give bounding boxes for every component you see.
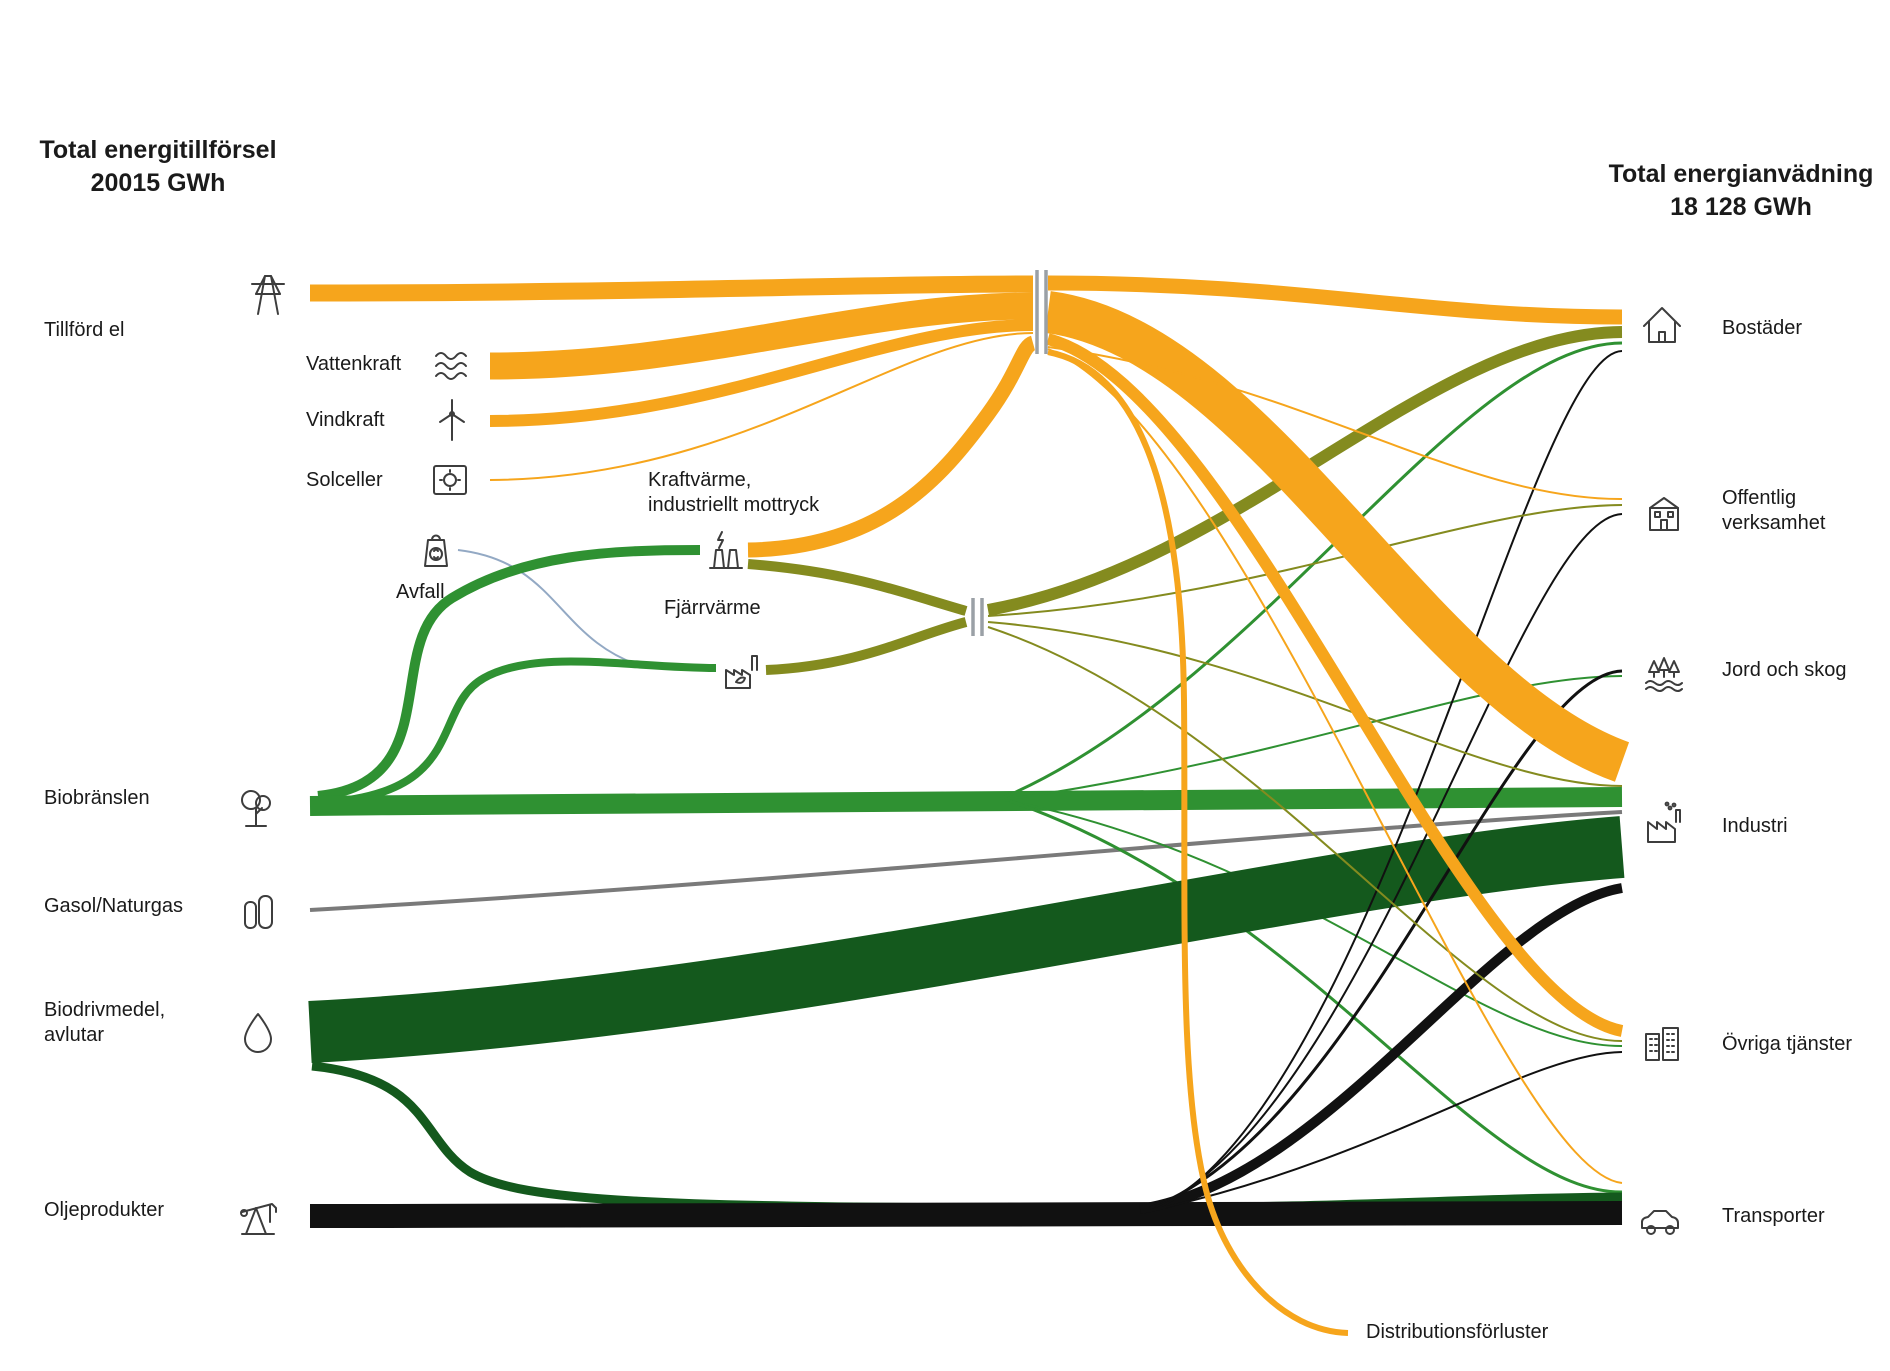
label-offentlig-line2: verksamhet	[1722, 512, 1826, 534]
water-waves-icon	[430, 342, 478, 390]
label-transporter: Transporter	[1722, 1205, 1825, 1227]
oil-pump-icon	[234, 1192, 282, 1240]
label-kraftvarme-line2: industriellt mottryck	[648, 494, 820, 516]
forest-field-icon	[1640, 646, 1688, 694]
flow-olja-ovriga	[1165, 1051, 1623, 1208]
label-vindkraft: Vindkraft	[306, 409, 385, 431]
label-kraftvarme: Kraftvärme, industriellt mottryck	[648, 468, 819, 518]
flow-biobranslen-transporter	[1009, 799, 1623, 1194]
flow-kraftvarme-fjarrvarmenod	[747, 559, 968, 616]
flow-fjarrvarme-ovriga	[987, 626, 1623, 1043]
flow-vindkraft-nod	[489, 319, 1034, 427]
flow-biobranslen-industri	[309, 787, 1623, 816]
flow-biobranslen-kraftvarme	[317, 545, 701, 801]
label-biodrivmedel-line2: avlutar	[44, 1024, 105, 1046]
flow-biobranslen-ovriga	[1004, 799, 1623, 1048]
flow-fjarrvarme-bostader	[986, 326, 1623, 616]
solar-panel-icon	[426, 456, 474, 504]
label-biobranslen: Biobränslen	[44, 787, 150, 809]
flow-el-industri	[1044, 291, 1630, 782]
flow-avfall-fjarrvarme	[457, 549, 649, 669]
label-offentlig: Offentlig verksamhet	[1722, 486, 1825, 536]
power-line-icon	[244, 270, 292, 318]
flow-biobranslen-fjarrvarme	[317, 657, 717, 807]
label-offentlig-line1: Offentlig	[1722, 487, 1797, 509]
label-solceller: Solceller	[306, 469, 383, 491]
flow-biodrivmedel-industri	[308, 816, 1625, 1063]
flow-olja-bostader	[1161, 350, 1623, 1207]
droplet-icon	[234, 1008, 282, 1056]
flow-el-bostader	[1047, 275, 1623, 325]
flow-el-transporter	[1047, 348, 1623, 1184]
use-total-title: Total energianvädning 18 128 GWh	[1595, 158, 1887, 223]
label-biodrivmedel-line1: Biodrivmedel,	[44, 999, 166, 1021]
house-icon	[1638, 300, 1686, 348]
label-industri: Industri	[1722, 815, 1788, 837]
label-tillford-el: Tillförd el	[44, 319, 125, 341]
flow-vattenkraft-nod	[489, 292, 1034, 380]
gas-tanks-icon	[235, 886, 283, 934]
label-avfall: Avfall	[396, 581, 445, 603]
chp-plant-icon	[700, 524, 748, 572]
label-kraftvarme-line1: Kraftvärme,	[648, 469, 752, 491]
flow-fjarrvarme-offentlig	[987, 504, 1623, 617]
flow-kraftvarme-el	[747, 335, 1037, 558]
public-building-icon	[1640, 488, 1688, 536]
flow-olja-transporter	[309, 1201, 1623, 1228]
label-biodrivmedel: Biodrivmedel, avlutar	[44, 998, 165, 1048]
label-vattenkraft: Vattenkraft	[306, 353, 402, 375]
wind-turbine-icon	[428, 396, 476, 444]
use-total-line2: 18 128 GWh	[1670, 192, 1812, 221]
flow-tillford-el-nod	[309, 275, 1034, 302]
supply-total-title: Total energitillförsel 20015 GWh	[8, 134, 308, 199]
flow-gasol-industri	[309, 810, 1623, 912]
use-total-line1: Total energianvädning	[1608, 160, 1874, 188]
supply-total-line2: 20015 GWh	[90, 168, 226, 197]
flow-el-ovriga	[1046, 333, 1624, 1037]
label-bostader: Bostäder	[1722, 317, 1803, 339]
waste-bag-icon	[412, 526, 460, 574]
flow-olja-industri	[1139, 883, 1623, 1214]
flow-biodrivmedel-transporter	[311, 1061, 1623, 1213]
label-ovriga-tjanster: Övriga tjänster	[1722, 1033, 1853, 1055]
district-heating-plant-icon	[718, 644, 766, 692]
flow-olja-jord	[1149, 669, 1623, 1210]
label-fjarrvarme: Fjärrvärme	[664, 597, 761, 619]
flow-solceller-nod	[489, 332, 1034, 481]
label-oljeprodukter: Oljeprodukter	[44, 1199, 165, 1221]
factory-icon	[1640, 800, 1688, 848]
tree-icon	[232, 782, 280, 830]
office-buildings-icon	[1638, 1018, 1686, 1066]
flow-el-distributionsforluster	[1047, 349, 1349, 1336]
label-jord-och-skog: Jord och skog	[1722, 659, 1847, 681]
supply-total-line1: Total energitillförsel	[39, 136, 277, 164]
label-gasol: Gasol/Naturgas	[44, 895, 183, 917]
flow-fjarrvarmeverk-fjarrvarmenod	[765, 617, 968, 675]
label-distributionsforluster: Distributionsförluster	[1366, 1321, 1549, 1343]
car-icon	[1636, 1192, 1684, 1240]
flow-el-offentlig	[1047, 346, 1623, 501]
